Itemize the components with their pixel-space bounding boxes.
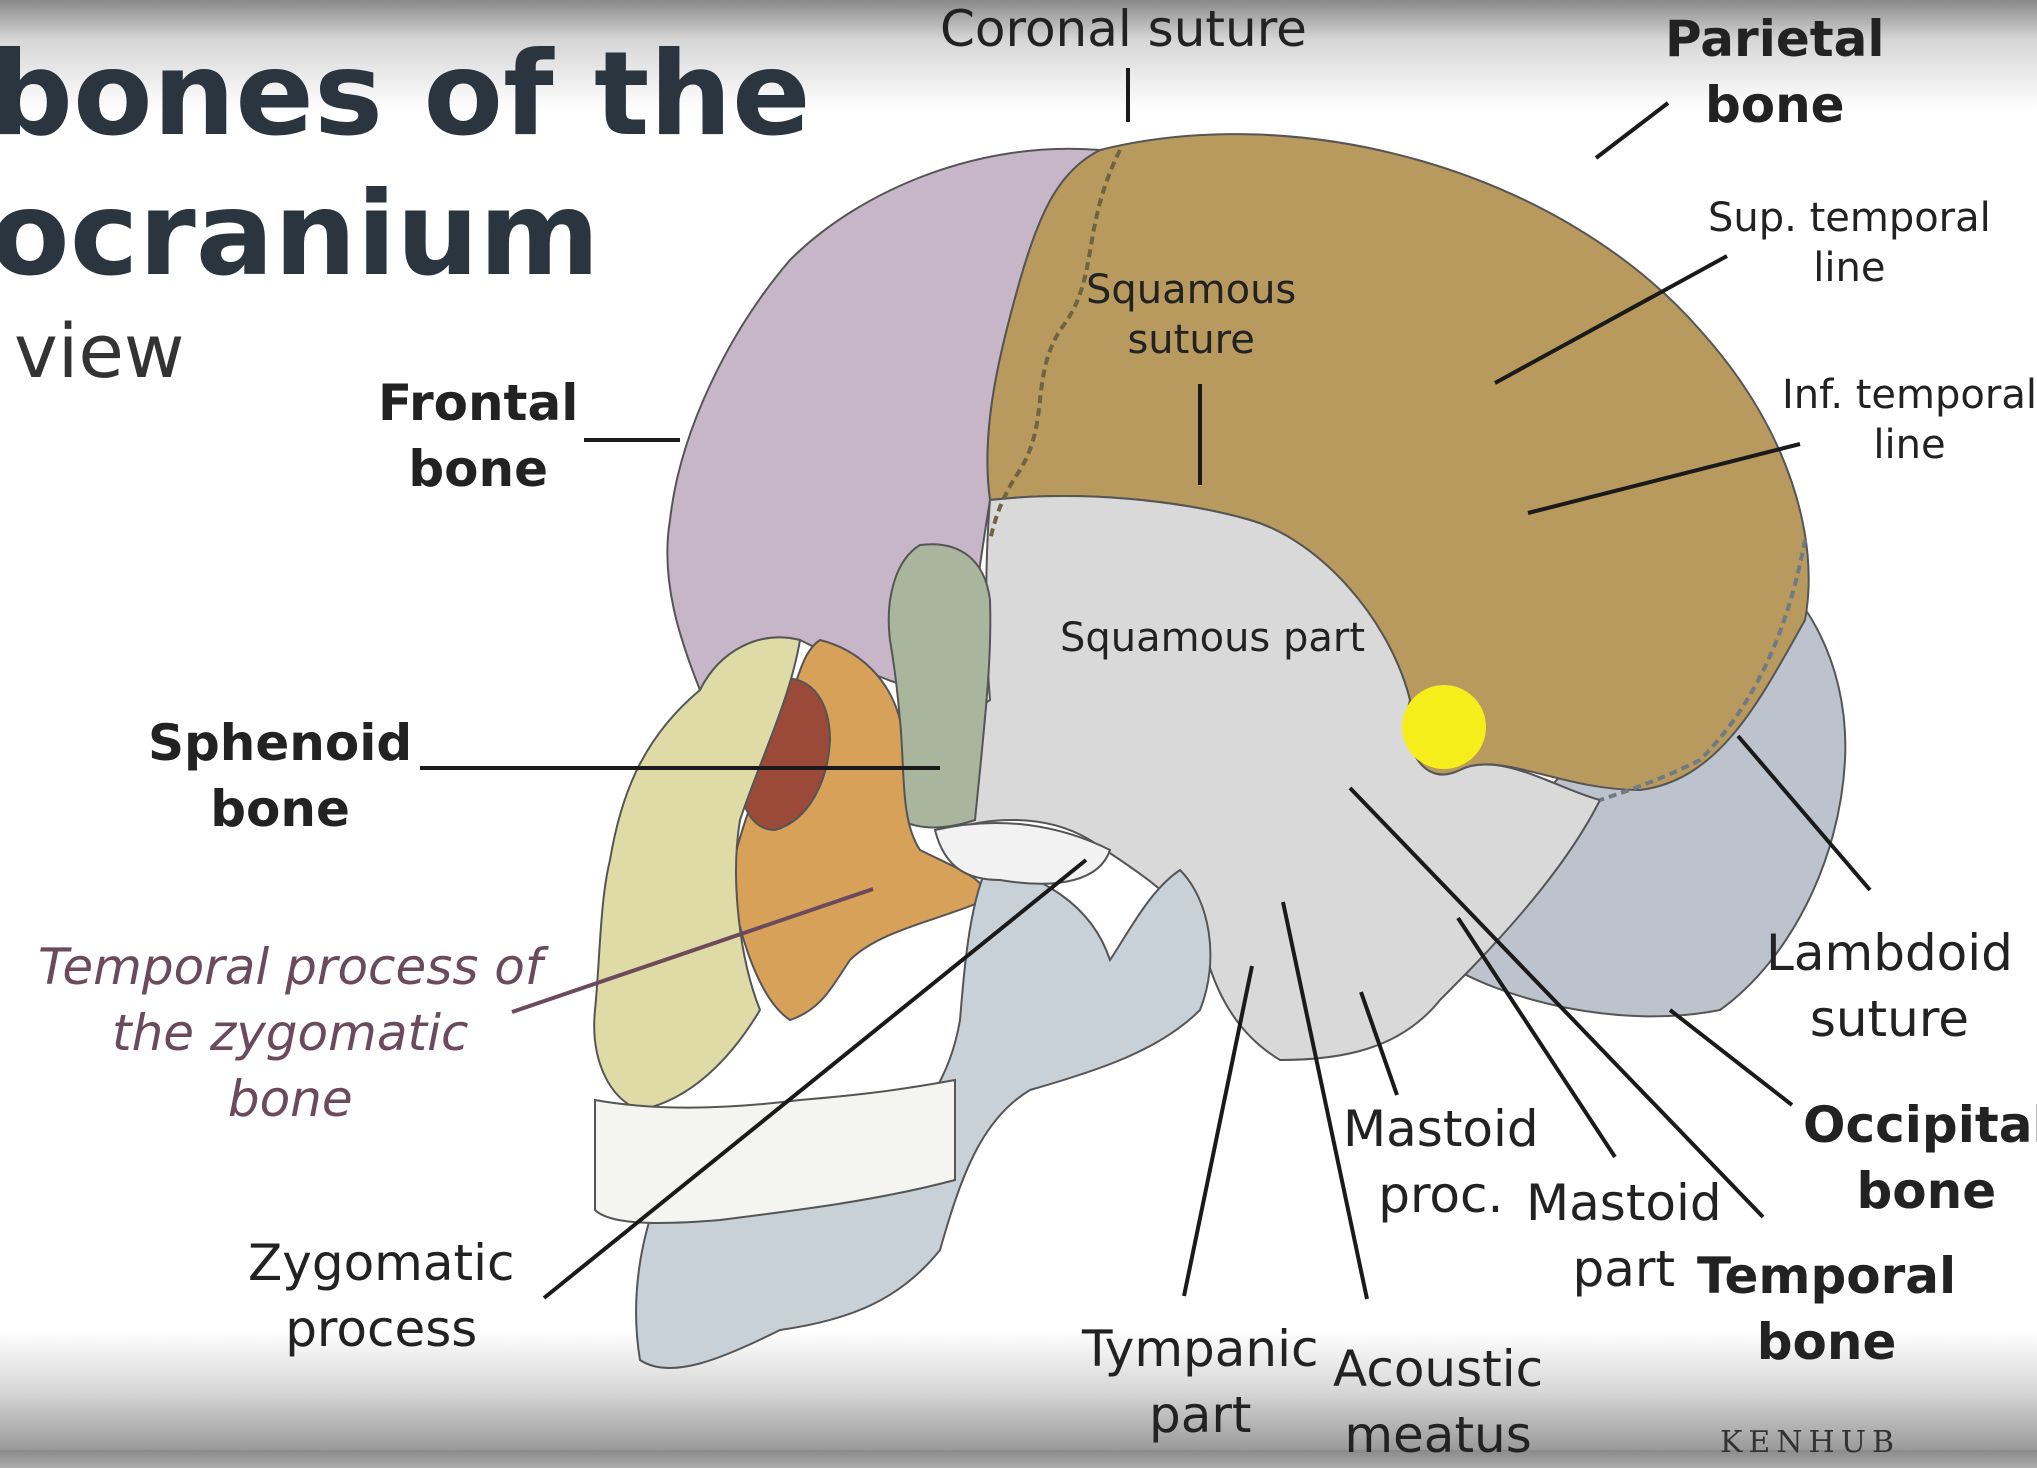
label-frontal-bone: Frontal bone [378,374,579,498]
label-squamous-suture: Squamous suture [1086,267,1297,363]
label-mastoid-part: Mastoid part [1526,1174,1722,1298]
label-occipital-bone: Occipital bone [1803,1096,2037,1220]
leader-parietal-bone [1594,101,1670,160]
label-acoustic-meatus: Acoustic meatus [1333,1340,1544,1464]
brand-watermark: KENHUB [1720,1425,1901,1460]
label-sup-temporal-line: Sup. temporal line [1708,195,1991,291]
leader-mastoid-part [1456,916,1617,1159]
leader-lines [420,68,1872,1300]
page-title-line1: bones of the [0,27,811,162]
label-coronal-suture: Coronal suture [940,0,1307,58]
leader-temporal-bone [1348,786,1765,1219]
leader-mastoid-proc [1359,991,1399,1096]
page-subtitle: view [14,309,185,395]
label-lambdoid-suture: Lambdoid suture [1766,924,2013,1048]
label-tympanic-part: Tympanic part [1082,1320,1319,1444]
page-title-line2: ocranium [0,167,600,302]
label-squamous-part: Squamous part [1060,615,1366,661]
leader-occipital-bone [1668,1008,1794,1107]
sphenoid-bone-shape [887,543,992,829]
label-mastoid-proc: Mastoid proc. [1343,1100,1539,1224]
zygomatic-arch-shape [933,822,1112,885]
leader-lambdoid-suture [1736,734,1872,892]
label-inf-temporal-line: Inf. temporal line [1782,372,2037,468]
leader-tympanic-part [1182,965,1254,1297]
leader-acoustic-meatus [1281,901,1369,1300]
label-temporal-bone: Temporal bone [1697,1247,1957,1371]
leader-temporal-process [511,887,874,1014]
lambdoid-suture-line [1599,539,1807,802]
maxilla-shape [593,636,802,1112]
coronal-suture-line [988,149,1122,541]
teeth-shape [594,1078,956,1224]
label-sphenoid-bone: Sphenoid bone [148,714,413,838]
leader-inf-temporal-line [1527,442,1801,515]
label-zygomatic-process: Zygomatic process [248,1234,515,1358]
label-temporal-process: Temporal process of the zygomatic bone [38,938,543,1128]
highlight-dot [1402,685,1486,769]
leader-sup-temporal-line [1494,254,1728,385]
label-parietal-bone: Parietal bone [1665,10,1885,134]
leader-zygomatic-process [542,858,1088,1300]
